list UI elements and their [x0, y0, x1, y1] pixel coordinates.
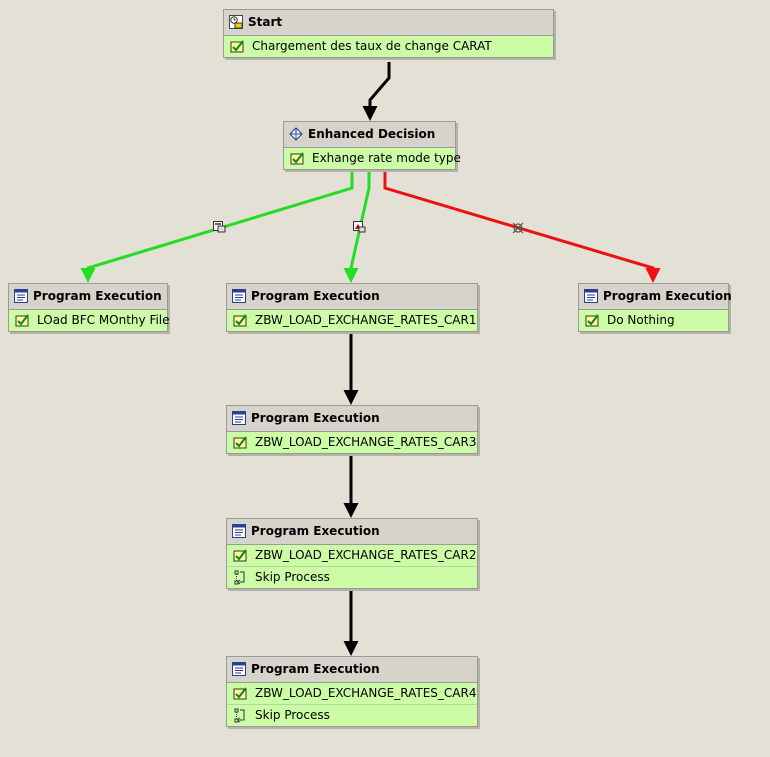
- skip-label: Skip Process: [255, 570, 330, 584]
- node-header: Program Execution: [227, 406, 477, 432]
- node-header: Start: [224, 10, 553, 36]
- node-title: Enhanced Decision: [308, 127, 436, 141]
- skip-process-row[interactable]: Skip Process: [227, 566, 477, 588]
- program-icon: [584, 289, 598, 303]
- start-icon: [229, 15, 243, 29]
- node-title: Start: [248, 15, 283, 29]
- node-title: Program Execution: [603, 289, 732, 303]
- node-header: Program Execution: [579, 284, 732, 310]
- variant-icon: [233, 549, 247, 562]
- edge-decision-right[interactable]: [383, 172, 661, 283]
- decision-icon: [289, 127, 303, 141]
- program-icon: [232, 662, 246, 676]
- variant-label: ZBW_LOAD_EXCHANGE_RATES_CAR3: [255, 435, 477, 449]
- program-icon: [232, 524, 246, 538]
- variant-row[interactable]: ZBW_LOAD_EXCHANGE_RATES_CAR1: [227, 310, 477, 331]
- variant-label: ZBW_LOAD_EXCHANGE_RATES_CAR2: [255, 548, 477, 562]
- node-header: Program Execution: [227, 657, 477, 683]
- program-execution-node[interactable]: Program Execution ZBW_LOAD_EXCHANGE_RATE…: [226, 283, 478, 332]
- node-title: Program Execution: [251, 411, 380, 425]
- variant-row[interactable]: LOad BFC MOnthy File: [9, 310, 170, 331]
- program-execution-node[interactable]: Program Execution ZBW_LOAD_EXCHANGE_RATE…: [226, 518, 478, 589]
- variant-icon: [230, 40, 244, 53]
- edge-start-decision[interactable]: [362, 62, 391, 121]
- program-icon: [14, 289, 28, 303]
- node-header: Program Execution: [227, 284, 477, 310]
- variant-row[interactable]: Exhange rate mode type: [284, 148, 461, 169]
- enhanced-decision-node[interactable]: Enhanced Decision Exhange rate mode type: [283, 121, 461, 170]
- variant-label: ZBW_LOAD_EXCHANGE_RATES_CAR4: [255, 686, 477, 700]
- program-execution-node[interactable]: Program Execution LOad BFC MOnthy File: [8, 283, 170, 332]
- variant-label: Do Nothing: [607, 313, 675, 327]
- variant-icon: [15, 314, 29, 327]
- node-title: Program Execution: [251, 289, 380, 303]
- node-header: Enhanced Decision: [284, 122, 455, 148]
- program-execution-node[interactable]: Program Execution ZBW_LOAD_EXCHANGE_RATE…: [226, 405, 478, 454]
- variant-label: LOad BFC MOnthy File: [37, 313, 170, 327]
- program-icon: [232, 289, 246, 303]
- variant-icon: [233, 687, 247, 700]
- condition-icon[interactable]: [213, 221, 226, 233]
- variant-icon: [233, 436, 247, 449]
- node-title: Program Execution: [251, 524, 380, 538]
- skip-icon: [234, 708, 245, 723]
- skip-icon: [234, 570, 245, 585]
- condition-icon[interactable]: [512, 222, 525, 234]
- node-header: Program Execution: [227, 519, 477, 545]
- skip-process-row[interactable]: Skip Process: [227, 704, 477, 726]
- program-execution-node[interactable]: Program Execution Do Nothing: [578, 283, 732, 332]
- node-title: Program Execution: [33, 289, 162, 303]
- variant-row[interactable]: Chargement des taux de change CARAT: [224, 36, 553, 57]
- node-header: Program Execution: [9, 284, 167, 310]
- skip-label: Skip Process: [255, 708, 330, 722]
- condition-icon[interactable]: [353, 221, 366, 233]
- node-title: Program Execution: [251, 662, 380, 676]
- start-node[interactable]: Start Chargement des taux de change CARA…: [223, 9, 554, 58]
- program-execution-node[interactable]: Program Execution ZBW_LOAD_EXCHANGE_RATE…: [226, 656, 478, 727]
- variant-label: ZBW_LOAD_EXCHANGE_RATES_CAR1: [255, 313, 477, 327]
- variant-row[interactable]: ZBW_LOAD_EXCHANGE_RATES_CAR4: [227, 683, 477, 704]
- variant-row[interactable]: Do Nothing: [579, 310, 728, 331]
- variant-icon: [585, 314, 599, 327]
- variant-row[interactable]: ZBW_LOAD_EXCHANGE_RATES_CAR3: [227, 432, 477, 453]
- program-icon: [232, 411, 246, 425]
- variant-label: Chargement des taux de change CARAT: [252, 39, 492, 53]
- variant-icon: [233, 314, 247, 327]
- variant-label: Exhange rate mode type: [312, 151, 461, 165]
- variant-row[interactable]: ZBW_LOAD_EXCHANGE_RATES_CAR2: [227, 545, 477, 566]
- variant-icon: [290, 152, 304, 165]
